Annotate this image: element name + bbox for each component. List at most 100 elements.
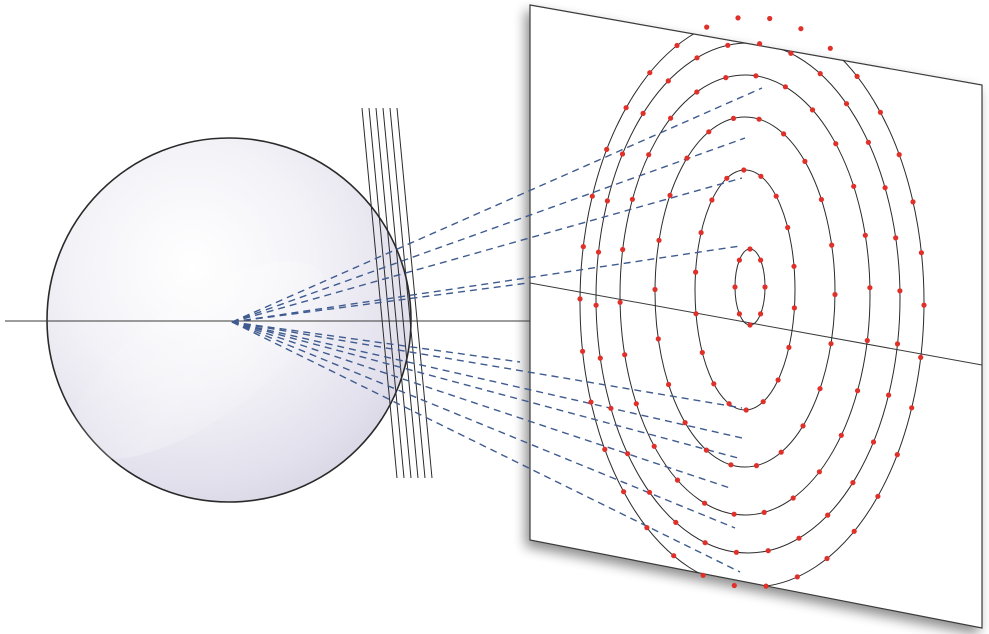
light-ray bbox=[231, 87, 763, 323]
ring-dot bbox=[621, 489, 627, 495]
ring-dot bbox=[918, 250, 925, 256]
ring-dot bbox=[646, 489, 653, 495]
ring-dot bbox=[732, 284, 738, 290]
light-ray bbox=[231, 245, 741, 323]
ring-dot bbox=[765, 548, 771, 554]
ring-dot bbox=[617, 299, 623, 305]
ring-dot bbox=[781, 131, 787, 137]
ring-dot bbox=[893, 235, 899, 241]
ring-dot bbox=[620, 246, 626, 253]
ring-dot bbox=[896, 152, 902, 158]
ring-dot bbox=[702, 500, 708, 506]
ring-dot bbox=[728, 462, 734, 468]
ring-dot bbox=[833, 141, 839, 147]
ring-dot bbox=[775, 377, 781, 383]
light-ray bbox=[231, 321, 739, 459]
ring-dot bbox=[671, 553, 677, 559]
ring-dot bbox=[693, 269, 699, 275]
ring-dot bbox=[580, 348, 586, 354]
ring-dot bbox=[736, 311, 743, 317]
ring-dot bbox=[850, 480, 856, 486]
ring-dot bbox=[791, 263, 797, 269]
ring-dot bbox=[709, 197, 715, 203]
ring-dot bbox=[577, 296, 583, 302]
ring-dot bbox=[894, 341, 901, 347]
lens-plate-line bbox=[368, 107, 405, 479]
ring-dot bbox=[894, 452, 900, 458]
ring-dot bbox=[921, 302, 927, 308]
ring-dot bbox=[736, 257, 743, 263]
ring-dot bbox=[824, 555, 830, 562]
ring-dot bbox=[735, 15, 741, 21]
ring-dot bbox=[897, 288, 903, 294]
ring-dot bbox=[828, 341, 834, 347]
ring-dot bbox=[619, 151, 626, 157]
ring-dot bbox=[652, 286, 658, 293]
lens-plate-line bbox=[396, 107, 433, 479]
light-ray bbox=[231, 321, 521, 363]
ring-dot bbox=[864, 337, 870, 344]
ring-dot bbox=[827, 45, 833, 51]
ring-dot bbox=[723, 75, 729, 81]
ring-dot bbox=[782, 84, 789, 90]
dot-group bbox=[577, 15, 927, 589]
ring-dot bbox=[656, 237, 662, 243]
ring-dot bbox=[910, 199, 916, 205]
ring-dot bbox=[704, 24, 710, 30]
ring-dot bbox=[674, 477, 681, 483]
ring-dot bbox=[694, 89, 700, 95]
light-ray bbox=[231, 321, 736, 529]
light-ray bbox=[231, 137, 746, 323]
ring-dot bbox=[655, 336, 661, 342]
ring-dot bbox=[877, 109, 884, 115]
ring-dot bbox=[731, 582, 737, 589]
ring-dot bbox=[622, 352, 628, 358]
ring-dot bbox=[623, 105, 629, 111]
ring-dot bbox=[778, 449, 784, 455]
ring-dot bbox=[825, 512, 831, 518]
ring-dot bbox=[674, 42, 680, 49]
ring-dot bbox=[673, 519, 679, 526]
ring-dot bbox=[865, 139, 872, 145]
ring-dot bbox=[817, 386, 823, 392]
ring-dot bbox=[743, 407, 749, 413]
ring-dot bbox=[633, 401, 639, 407]
ring-dot bbox=[665, 78, 671, 84]
ring-dot bbox=[882, 185, 888, 191]
ring-dot bbox=[682, 420, 688, 426]
ring-dot bbox=[851, 183, 857, 189]
ring-dot bbox=[785, 224, 791, 231]
ring-dot bbox=[870, 439, 877, 445]
ring-dot bbox=[589, 193, 595, 199]
ring-dot bbox=[753, 73, 759, 79]
light-ray bbox=[231, 321, 743, 439]
ring-dot bbox=[832, 291, 838, 298]
ring-dot bbox=[625, 451, 631, 457]
ring-dot bbox=[711, 381, 717, 387]
ring-dot bbox=[758, 173, 764, 179]
ring-dot bbox=[666, 381, 672, 388]
ring-dot bbox=[629, 196, 636, 202]
ring-dot bbox=[829, 242, 835, 248]
ring-dot bbox=[786, 344, 792, 350]
ring-dot bbox=[593, 302, 599, 308]
ring-dot bbox=[802, 158, 808, 164]
ring-dot bbox=[604, 146, 610, 152]
ring-dot bbox=[694, 55, 700, 61]
ring-dot bbox=[597, 355, 603, 361]
ring-dot bbox=[741, 167, 747, 173]
ray-group bbox=[231, 87, 763, 573]
light-ray bbox=[231, 321, 741, 573]
ring-dot bbox=[796, 535, 802, 541]
ring-dot bbox=[809, 107, 816, 113]
ring-dot bbox=[693, 311, 699, 317]
lens-plate-line bbox=[382, 107, 419, 479]
ring-3 bbox=[619, 74, 871, 516]
ring-dot bbox=[862, 232, 868, 238]
ring-dot bbox=[798, 26, 804, 32]
ring-dot bbox=[725, 42, 731, 48]
ring-dot bbox=[767, 15, 773, 22]
ring-dot bbox=[667, 192, 673, 198]
